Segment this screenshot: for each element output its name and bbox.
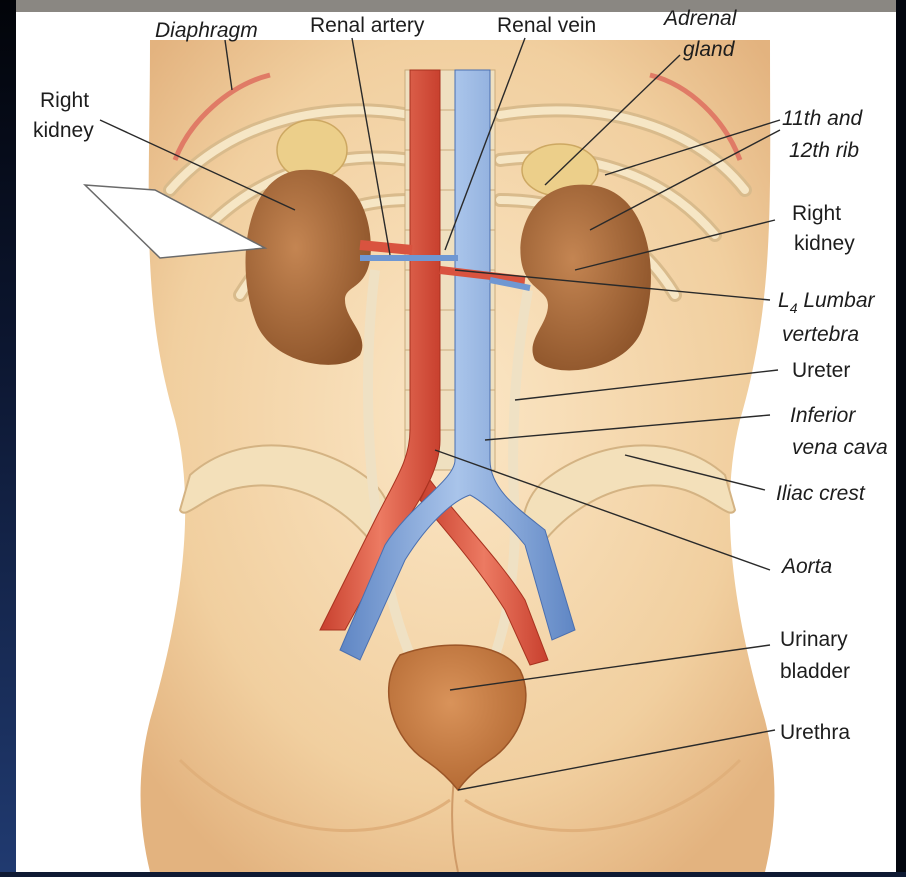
label-diaphragm: Diaphragm (155, 19, 258, 42)
label-renal-vein: Renal vein (497, 14, 596, 37)
label-urinary-bladder-line1: Urinary (780, 628, 848, 651)
right-border-strip (896, 0, 906, 872)
label-urethra: Urethra (780, 721, 850, 744)
label-rib-line2: 12th rib (789, 139, 859, 162)
left-border-strip (0, 0, 16, 872)
label-lumbar-sub: 4 (790, 300, 798, 316)
label-right-kidney-right-line2: kidney (794, 232, 855, 255)
renal-artery-left (360, 245, 412, 250)
label-ivc-line1: Inferior (790, 404, 856, 427)
label-aorta: Aorta (780, 555, 832, 578)
label-right-kidney-left-line2: kidney (33, 119, 94, 142)
kidney-left (245, 170, 370, 365)
diagram-canvas: Diaphragm Renal artery Renal vein Adrena… (16, 0, 896, 872)
label-right-kidney-right-line1: Right (792, 202, 841, 225)
top-band (16, 0, 896, 12)
label-renal-artery: Renal artery (310, 14, 425, 37)
label-lumbar-l: L (778, 289, 790, 312)
label-iliac-crest: Iliac crest (776, 482, 866, 505)
label-lumbar-line2: vertebra (782, 323, 859, 346)
label-adrenal-gland-line1: Adrenal (662, 7, 738, 30)
label-lumbar-word: Lumbar (797, 289, 875, 312)
urinary-system-illustration: Diaphragm Renal artery Renal vein Adrena… (16, 0, 896, 872)
label-right-kidney-left-line1: Right (40, 89, 89, 112)
label-adrenal-gland-line2: gland (683, 38, 736, 61)
label-ureter: Ureter (792, 359, 850, 382)
label-rib-line1: 11th and (782, 107, 864, 130)
label-lumbar-line1: L4 Lumbar (778, 289, 876, 316)
label-urinary-bladder-line2: bladder (780, 660, 850, 683)
label-ivc-line2: vena cava (792, 436, 888, 459)
